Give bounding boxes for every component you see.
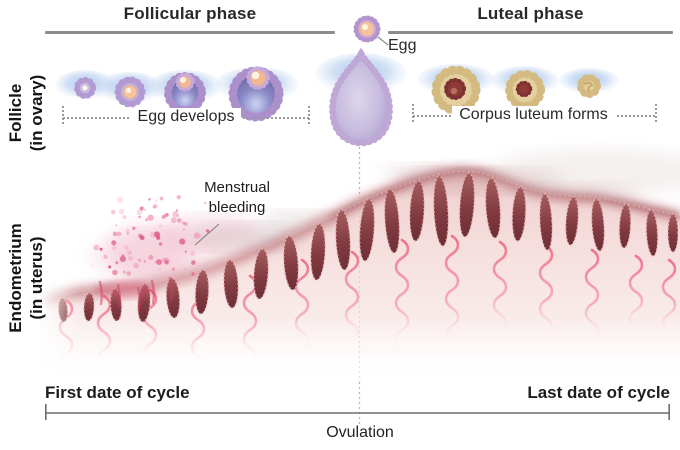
corpus-luteum-2-icon	[505, 70, 545, 110]
follicular-phase-title: Follicular phase	[123, 4, 257, 23]
corpus-luteum-bracket-tick-right	[655, 104, 657, 122]
egg-develops-label: Egg develops	[62, 108, 310, 126]
luteal-phase-underline	[388, 31, 673, 34]
ruptured-follicle-icon	[329, 47, 393, 147]
ovulation-label: Ovulation	[326, 424, 394, 441]
egg-pointer-line	[377, 36, 389, 46]
follicle-stage-3-icon	[164, 72, 206, 114]
last-date-label: Last date of cycle	[527, 383, 670, 402]
corpus-luteum-1-icon	[431, 65, 481, 115]
egg-develops-bracket-tick-right	[308, 106, 310, 124]
luteal-phase-title: Luteal phase	[477, 4, 584, 23]
follicular-phase-underline	[45, 31, 335, 34]
corpus-luteum-bracket-tick-left	[412, 104, 414, 122]
egg-develops-bracket-tick-left	[62, 106, 64, 124]
endometrium-illustration	[0, 148, 680, 450]
corpus-luteum-3-icon	[577, 74, 601, 98]
menstrual-bleeding-label: Menstrual bleeding	[204, 179, 270, 216]
egg-label: Egg	[388, 37, 417, 54]
corpus-luteum-label: Corpus luteum forms	[412, 106, 655, 124]
first-date-label: First date of cycle	[45, 383, 190, 402]
follicle-axis-label: Follicle (in ovary)	[6, 74, 46, 152]
endometrium-axis-label: Endometrium (in uterus)	[6, 223, 46, 333]
cycle-timeline-axis	[44, 404, 671, 420]
follicle-stage-1-icon	[74, 77, 96, 99]
released-egg-icon	[353, 15, 389, 46]
bleeding-pointer-line	[194, 223, 220, 246]
follicle-stage-2-icon	[114, 76, 146, 108]
